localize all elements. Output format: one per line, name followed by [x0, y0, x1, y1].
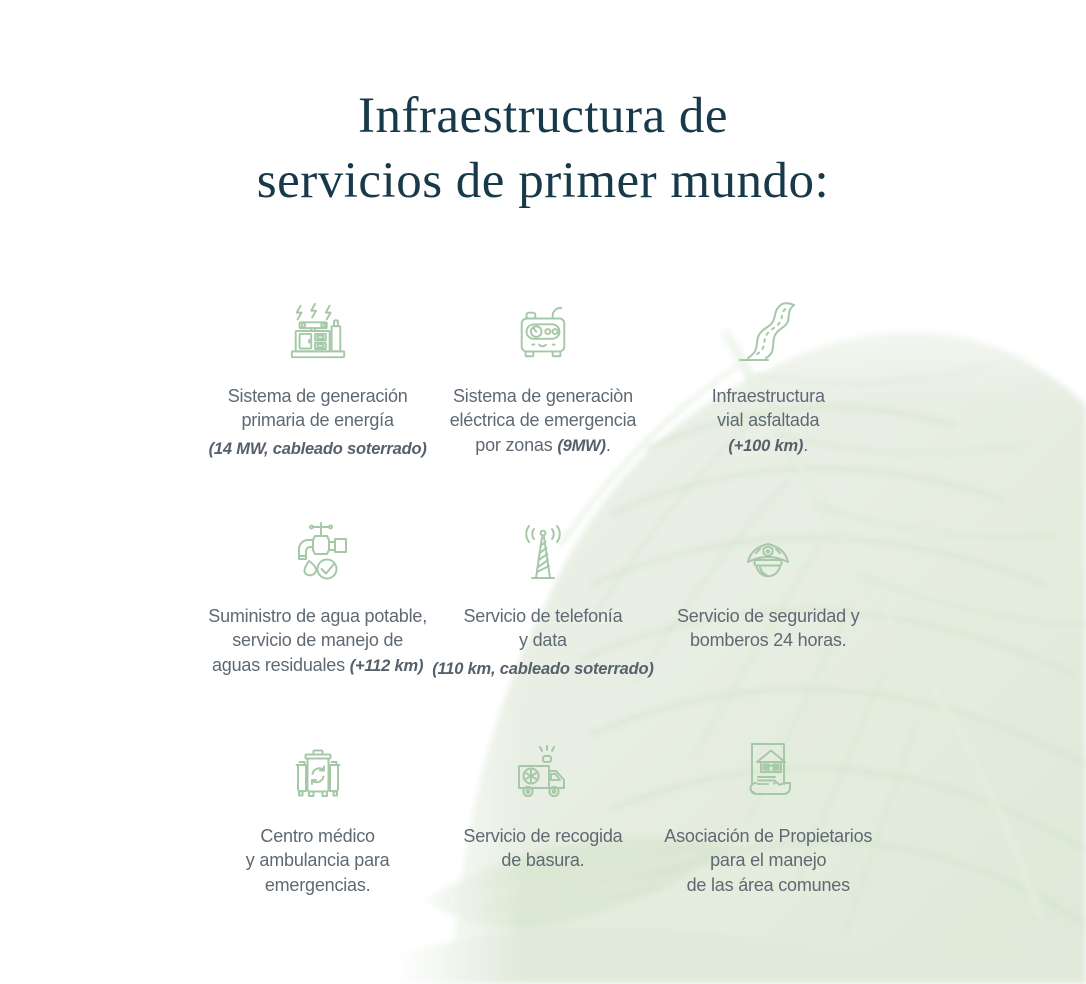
- service-item-line: Infraestructura: [712, 384, 825, 408]
- service-item-line: bomberos 24 horas.: [677, 628, 860, 652]
- service-item-label: y data: [519, 630, 567, 651]
- telecom-tower-icon: [511, 512, 575, 582]
- service-item-label: para el manejo: [710, 850, 827, 871]
- service-item-emergency-generation: Sistema de generaciòn eléctrica de emerge…: [430, 292, 655, 512]
- page-title-line-1: Infraestructura de: [357, 88, 729, 144]
- service-item-note: (14 MW, cableado soterrado): [208, 439, 427, 458]
- service-item-label: .: [803, 434, 809, 455]
- page-title-line-2: servicios de primer mundo:: [256, 153, 830, 210]
- service-item-primary-energy: Sistema de generación primaria de energía…: [205, 292, 430, 512]
- service-item-text: Asociación de Propietarios para el manejo…: [664, 824, 872, 897]
- service-item-garbage-collection: Servicio de recogida de basura.: [430, 732, 655, 952]
- service-item-line: primaria de energía: [209, 408, 427, 432]
- emergency-generator-icon: [513, 292, 573, 362]
- service-item-note: (+100 km): [728, 436, 804, 455]
- service-item-line: Servicio de telefonía: [432, 604, 654, 628]
- service-item-label: y ambulancia para: [245, 850, 390, 871]
- service-item-telephony-data: Servicio de telefonía y data (110 km, cabl…: [430, 512, 655, 732]
- service-item-line: servicio de manejo de: [208, 628, 427, 652]
- service-item-label: Sistema de generación: [227, 386, 408, 406]
- winding-road-icon: [738, 292, 798, 362]
- service-item-medical-center: Centro médico y ambulancia para emergencia…: [205, 732, 430, 952]
- service-item-text: Servicio de seguridad y bomberos 24 horas…: [677, 604, 860, 653]
- recycle-bins-icon: [286, 732, 350, 802]
- service-item-label: servicio de manejo de: [232, 630, 404, 651]
- service-item-note: (+112 km): [349, 656, 424, 675]
- service-item-label: eléctrica de emergencia: [449, 410, 637, 431]
- water-faucet-icon: [287, 512, 349, 582]
- service-item-text: Centro médico y ambulancia para emergencia…: [246, 824, 390, 897]
- service-item-line: Asociación de Propietarios: [664, 824, 872, 848]
- power-generator-icon: [286, 292, 350, 362]
- service-item-line: Sistema de generación: [209, 384, 427, 408]
- service-item-text: Sistema de generaciòn eléctrica de emerge…: [450, 384, 637, 457]
- service-item-text: Servicio de telefonía y data (110 km, cabl…: [432, 604, 654, 680]
- service-item-label: Servicio de seguridad y: [676, 606, 860, 626]
- service-item-line: para el manejo: [664, 848, 872, 872]
- service-item-label: primaria de energía: [241, 410, 394, 431]
- service-item-label: emergencias.: [264, 874, 371, 895]
- service-item-water-supply: Suministro de agua potable, servicio de m…: [205, 512, 430, 732]
- service-item-line: Sistema de generaciòn: [450, 384, 637, 408]
- service-item-label: de basura.: [501, 850, 585, 871]
- service-item-text: Servicio de recogida de basura.: [463, 824, 622, 873]
- service-item-label: aguas residuales: [212, 654, 350, 675]
- service-item-line: (14 MW, cableado soterrado): [209, 436, 427, 460]
- service-item-text: Suministro de agua potable, servicio de m…: [208, 604, 427, 677]
- service-item-line: Centro médico: [246, 824, 390, 848]
- service-item-label: Infraestructura: [711, 386, 825, 406]
- page-title: Infraestructura de servicios de primer m…: [0, 84, 1086, 215]
- service-item-label: vial asfaltada: [717, 410, 820, 431]
- service-item-line: (110 km, cableado soterrado): [432, 656, 654, 680]
- service-item-text: Sistema de generación primaria de energía…: [209, 384, 427, 460]
- police-cap-icon: [736, 512, 800, 582]
- service-item-label: .: [605, 434, 611, 455]
- service-item-label: Centro médico: [260, 826, 375, 846]
- service-item-label: por zonas: [475, 434, 558, 455]
- service-item-line: (+100 km).: [712, 433, 825, 457]
- service-item-line: de las área comunes: [664, 873, 872, 897]
- service-item-line: y ambulancia para: [246, 848, 390, 872]
- service-item-security-firefighters: Servicio de seguridad y bomberos 24 horas…: [656, 512, 881, 732]
- service-item-line: emergencias.: [246, 873, 390, 897]
- service-item-line: y data: [432, 628, 654, 652]
- service-item-line: eléctrica de emergencia: [450, 408, 637, 432]
- service-item-line: por zonas (9MW).: [450, 433, 637, 457]
- property-deed-icon: [738, 732, 798, 802]
- service-item-line: Servicio de seguridad y: [677, 604, 860, 628]
- service-item-note: (110 km, cableado soterrado): [432, 659, 654, 678]
- services-grid: Sistema de generación primaria de energía…: [205, 292, 881, 952]
- service-item-label: Servicio de telefonía: [463, 606, 623, 626]
- service-item-note: (9MW): [557, 436, 606, 455]
- service-item-label: Asociación de Propietarios: [664, 826, 873, 846]
- service-item-line: de basura.: [463, 848, 622, 872]
- ambulance-icon: [511, 732, 575, 802]
- service-item-label: Sistema de generaciòn: [452, 386, 633, 406]
- service-item-line: Suministro de agua potable,: [208, 604, 427, 628]
- service-item-label: bomberos 24 horas.: [689, 630, 847, 651]
- service-item-owners-association: Asociación de Propietarios para el manejo…: [656, 732, 881, 952]
- service-item-line: aguas residuales (+112 km): [208, 653, 427, 677]
- service-item-label: Servicio de recogida: [463, 826, 623, 846]
- service-item-line: vial asfaltada: [712, 408, 825, 432]
- service-item-label: de las área comunes: [686, 874, 851, 895]
- service-item-label: Suministro de agua potable,: [208, 606, 428, 626]
- service-item-line: Servicio de recogida: [463, 824, 622, 848]
